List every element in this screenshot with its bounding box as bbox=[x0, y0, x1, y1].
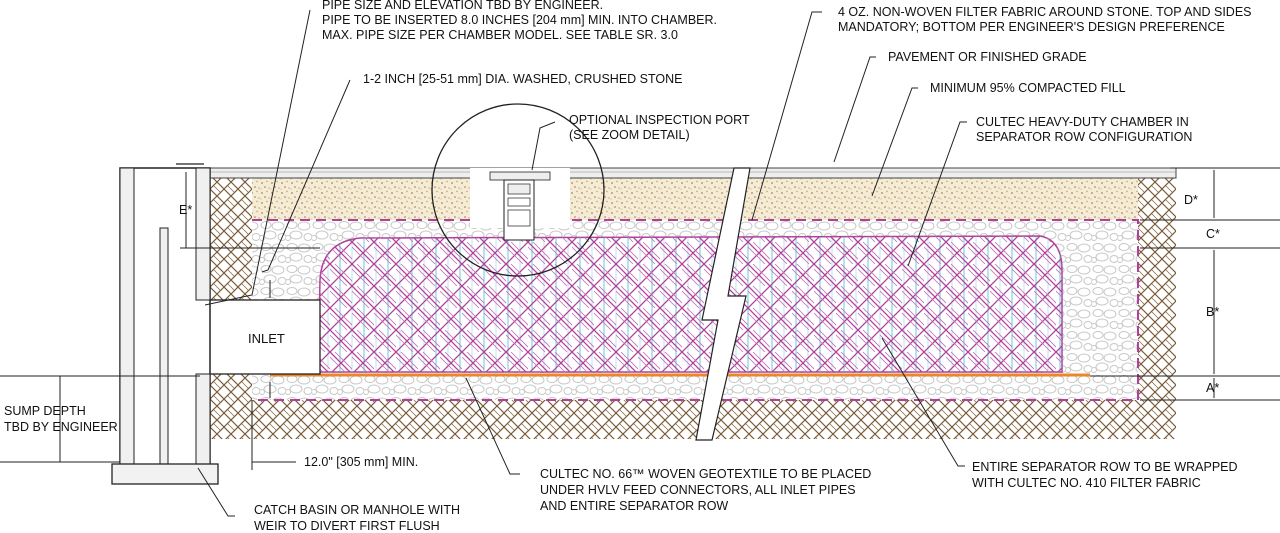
dim-d: D* bbox=[1184, 193, 1198, 207]
leader-lines bbox=[197, 9, 967, 517]
compacted-fill bbox=[252, 178, 1138, 220]
dim-b: B* bbox=[1206, 305, 1219, 319]
inspection-zoom-circle bbox=[431, 103, 605, 277]
soil-below-stone bbox=[252, 400, 1138, 439]
chamber-callout: CULTEC HEAVY-DUTY CHAMBER IN SEPARATOR R… bbox=[976, 115, 1192, 144]
weir bbox=[159, 227, 169, 465]
inspection-port bbox=[470, 168, 570, 241]
inlet-pipe bbox=[199, 299, 321, 375]
dim-c: C* bbox=[1206, 227, 1220, 241]
sump-depth-callout: SUMP DEPTH TBD BY ENGINEER bbox=[4, 404, 118, 434]
dimension-lines bbox=[0, 167, 1280, 470]
pipe-size-callout: PIPE SIZE AND ELEVATION TBD BY ENGINEER.… bbox=[322, 0, 721, 42]
chamber-fabric-wrap bbox=[318, 236, 1062, 372]
inlet-label: INLET bbox=[248, 331, 285, 346]
stone-callout: 1-2 INCH [25-51 mm] DIA. WASHED, CRUSHED… bbox=[363, 72, 683, 86]
native-soil-right bbox=[1138, 178, 1176, 383]
pavement-callout: PAVEMENT OR FINISHED GRADE bbox=[888, 50, 1087, 64]
pavement-surface bbox=[209, 167, 1177, 179]
catch-basin-callout: CATCH BASIN OR MANHOLE WITH WEIR TO DIVE… bbox=[254, 503, 464, 533]
woven-geotextile-callout: CULTEC NO. 66™ WOVEN GEOTEXTILE TO BE PL… bbox=[540, 467, 875, 513]
inspection-callout: OPTIONAL INSPECTION PORT (SEE ZOOM DETAI… bbox=[569, 113, 753, 142]
dim-e: E* bbox=[179, 203, 192, 217]
dim-min-12: 12.0" [305 mm] MIN. bbox=[304, 455, 418, 469]
break-line bbox=[695, 167, 751, 441]
filter-fabric-boundary bbox=[252, 219, 1139, 401]
basin-footing bbox=[111, 463, 219, 485]
fill-callout: MINIMUM 95% COMPACTED FILL bbox=[930, 81, 1126, 95]
dim-a: A* bbox=[1206, 381, 1219, 395]
wrapped-callout: ENTIRE SEPARATOR ROW TO BE WRAPPED WITH … bbox=[972, 460, 1241, 490]
filter-fabric-callout: 4 OZ. NON-WOVEN FILTER FABRIC AROUND STO… bbox=[838, 5, 1255, 34]
